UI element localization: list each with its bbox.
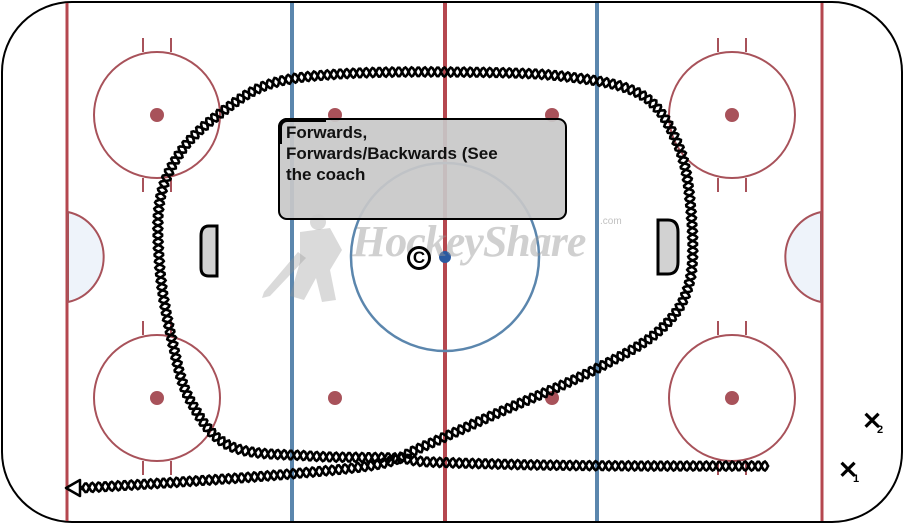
player-x-icon: ✕ [862, 408, 883, 435]
skating-path-strand [80, 65, 770, 494]
player-number: 1 [853, 473, 860, 485]
arrowhead-icon [64, 478, 82, 498]
watermark-text: HockeyShare [352, 217, 586, 266]
note-accent-bracket [278, 118, 326, 144]
note-line-2: Forwards/Backwards (See [286, 144, 498, 163]
player-2: ✕ 2 [862, 408, 884, 437]
drill-note-box: Forwards, Forwards/Backwards (See the co… [278, 118, 567, 220]
coach-icon: C [407, 246, 431, 270]
skating-path-crossovers [80, 65, 770, 494]
watermark-suffix: .com [600, 216, 622, 227]
player-x-icon: ✕ [838, 457, 859, 484]
player-number: 2 [877, 424, 884, 436]
faceoff-circle-top-right [668, 38, 796, 192]
faceoff-dots [150, 108, 739, 405]
faceoff-circle-top-left [93, 38, 221, 192]
goal-crease-right [784, 210, 822, 304]
net-right [656, 218, 680, 276]
note-line-1: Forwards, [286, 123, 368, 142]
net-left [199, 224, 219, 278]
hockey-player-watermark-icon [262, 214, 342, 302]
center-dot [439, 251, 451, 263]
goal-crease-left [67, 210, 105, 304]
note-line-3: the coach [286, 165, 366, 184]
player-1: ✕ 1 [838, 457, 860, 486]
